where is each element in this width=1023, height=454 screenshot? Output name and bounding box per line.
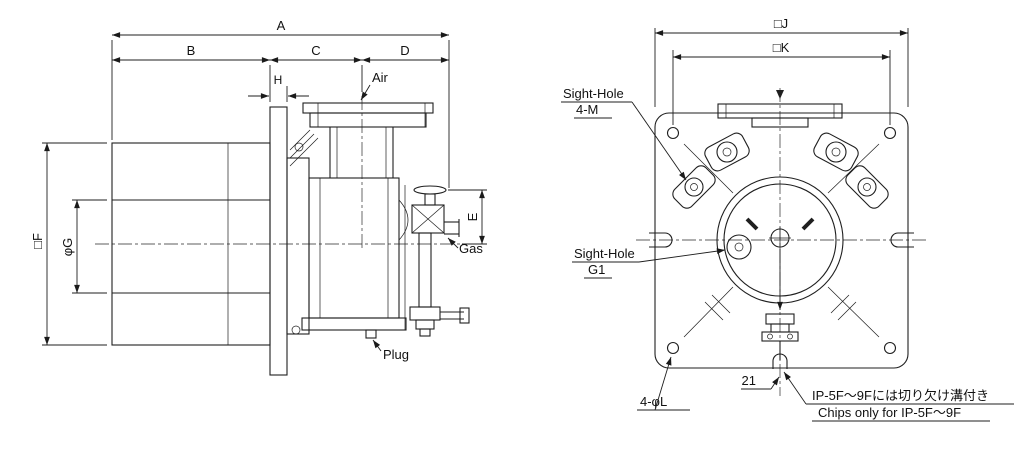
left-view: A B C D H E <box>30 18 487 376</box>
plate-bolt <box>294 142 304 152</box>
dimension-f: □F <box>30 142 107 346</box>
dim-label-e: E <box>465 212 480 221</box>
dim-label-b: B <box>187 43 196 58</box>
square-plate <box>654 112 909 369</box>
note-english: Chips only for IP-5F〜9F <box>818 405 961 420</box>
center-mark <box>776 90 784 99</box>
dim-label-j: □J <box>774 16 788 31</box>
mounting-plate <box>269 106 288 376</box>
sight-hole-4m-label: Sight-Hole <box>563 86 624 101</box>
dimension-h: H <box>248 73 309 102</box>
burner-side-geometry <box>111 102 470 376</box>
corner-hole <box>666 341 680 355</box>
callout-air: Air <box>360 70 389 101</box>
air-label: Air <box>372 70 389 85</box>
callout-gas: Gas <box>447 237 483 256</box>
corner-hole <box>883 341 897 355</box>
dimension-a: A <box>111 18 450 188</box>
sight-hole-g1 <box>726 234 752 260</box>
dim-label-d: D <box>400 43 409 58</box>
side-slot-right <box>890 232 914 248</box>
dimension-j: □J <box>654 16 909 107</box>
note-japanese: IP-5F〜9Fには切り欠け溝付き <box>812 388 989 403</box>
side-slot-left <box>649 232 673 248</box>
dim-label-a: A <box>277 18 286 33</box>
left-view-centerlines <box>95 96 470 250</box>
air-flange <box>302 102 434 114</box>
corner-holes-label: 4-φL <box>640 394 667 409</box>
housing-base <box>301 317 407 331</box>
sight-hole-4m-right <box>845 165 889 209</box>
dimension-bcd: B C D <box>112 43 449 102</box>
plate-front-geometry <box>649 103 914 369</box>
right-view-centerlines <box>636 88 926 396</box>
callout-sight-hole-4m: Sight-Hole 4-M <box>561 86 687 181</box>
callout-corner-holes: 4-φL <box>637 356 690 411</box>
corner-hole <box>883 126 897 140</box>
gas-label: Gas <box>459 241 483 256</box>
callout-plug: Plug <box>372 339 409 362</box>
callout-chip-note: IP-5F〜9Fには切り欠け溝付き Chips only for IP-5F〜9… <box>783 371 1014 422</box>
callout-sight-hole-g1: Sight-Hole G1 <box>572 246 726 279</box>
burner-housing <box>308 177 400 319</box>
valve-handwheel <box>413 185 447 195</box>
dimension-21: 21 <box>741 373 780 390</box>
dim-label-k: □K <box>773 40 790 55</box>
sight-hole-g1-sublabel: G1 <box>588 262 605 277</box>
dim-label-h: H <box>274 73 283 87</box>
top-bracket-right <box>813 132 859 172</box>
dim-label-f: □F <box>30 233 45 249</box>
sight-hole-g1-label: Sight-Hole <box>574 246 635 261</box>
right-view: □J □K Sight-Hole 4-M Sight-Hole G1 4- <box>561 16 1014 422</box>
gas-train <box>404 185 470 337</box>
dimension-k: □K <box>672 40 891 125</box>
plug-label: Plug <box>383 347 409 362</box>
dim-label-21: 21 <box>742 373 756 388</box>
dimension-e: E <box>448 189 487 245</box>
top-bracket-left <box>704 132 750 172</box>
hub <box>286 157 310 335</box>
dim-label-g: φG <box>60 238 75 257</box>
dimension-g: φG <box>60 199 107 294</box>
plate-bolt <box>291 325 301 335</box>
corner-hole <box>666 126 680 140</box>
sight-hole-4m-sublabel: 4-M <box>576 102 598 117</box>
plug-fitting <box>365 329 377 339</box>
dim-label-c: C <box>311 43 320 58</box>
sight-hole-4m-left <box>672 165 716 209</box>
